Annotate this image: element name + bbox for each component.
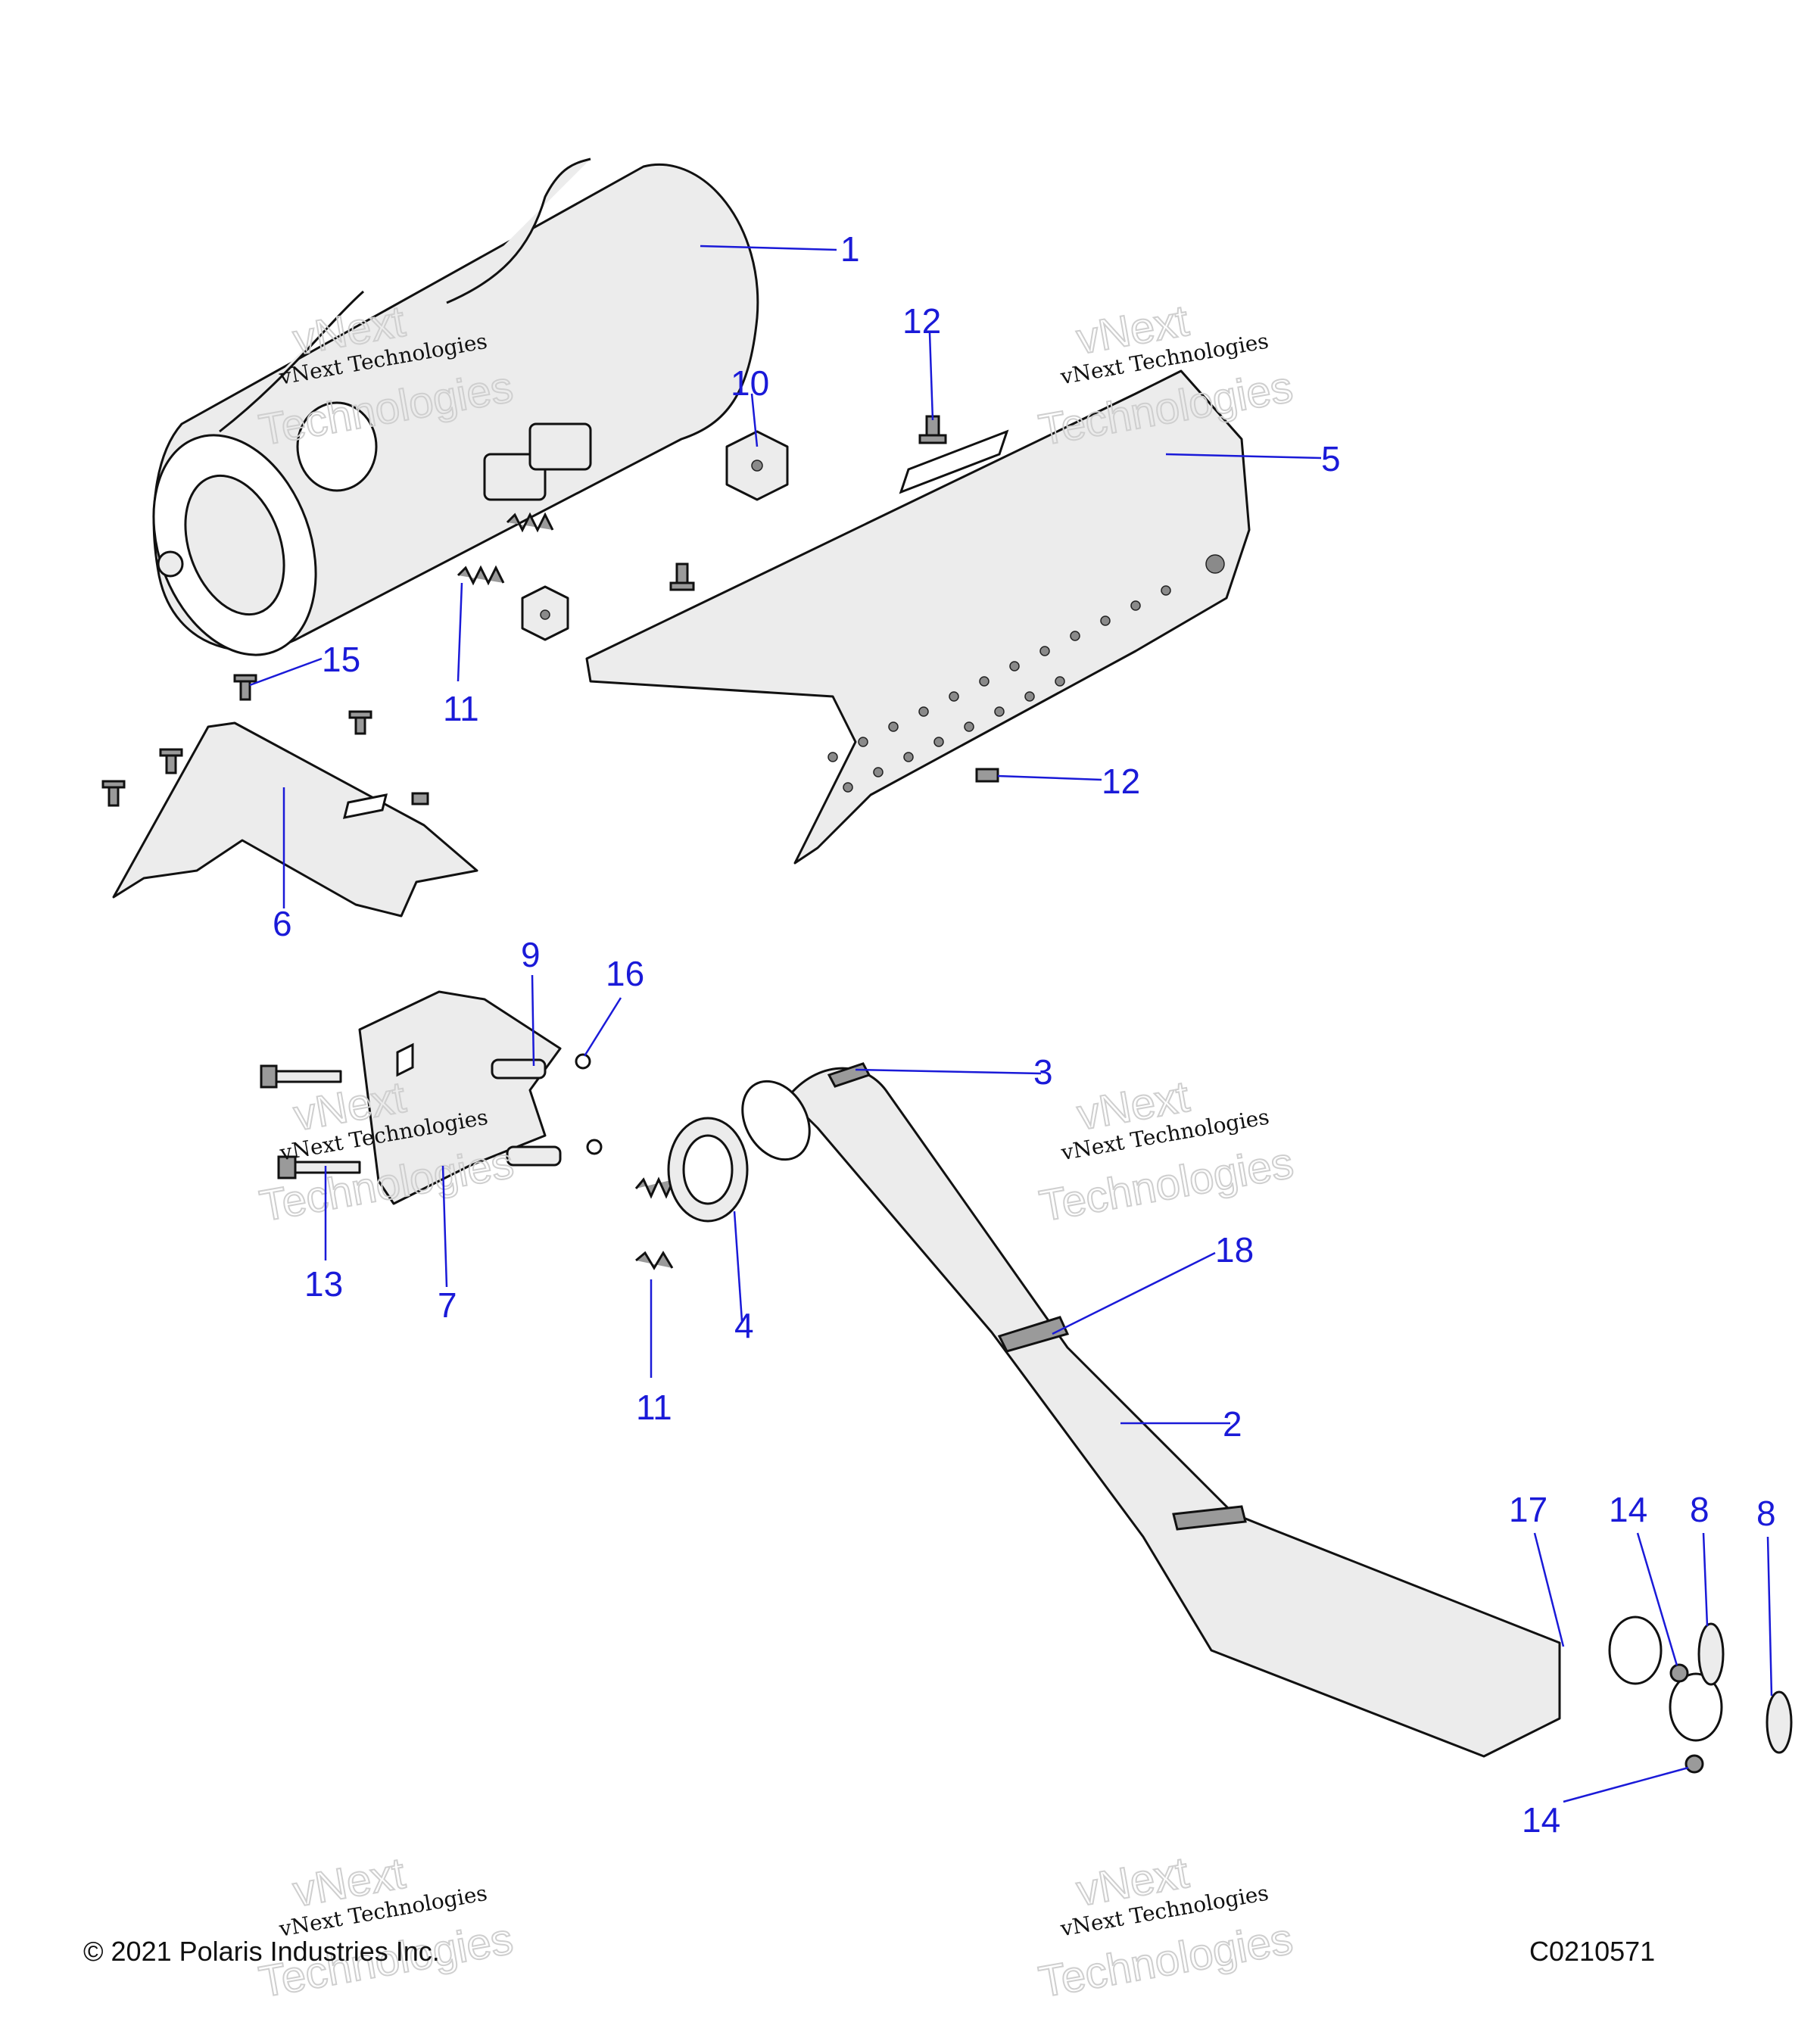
callout-11b: 11 <box>636 1388 672 1427</box>
gasket-8b <box>1766 1690 1793 1754</box>
nut-16-upper <box>575 1053 591 1070</box>
callout-12a: 12 <box>902 301 941 341</box>
callout-14a: 14 <box>1609 1490 1647 1529</box>
watermark-mid-right: vNext vNext Technologies Technologies <box>1035 1071 1298 1232</box>
callout-13: 13 <box>304 1264 343 1304</box>
spring-upper <box>457 565 505 586</box>
screw-15c <box>159 748 183 774</box>
drawing-code: C0210571 <box>1529 1936 1655 1967</box>
callout-14b: 14 <box>1522 1800 1560 1840</box>
exhaust-header-pipe <box>741 1062 1723 1758</box>
heat-shield-muffler <box>585 369 1251 865</box>
screw-shield-mid <box>669 562 695 591</box>
screw-shield-top <box>918 415 947 444</box>
screw-15a <box>233 674 257 701</box>
copyright-text: © 2021 Polaris Industries Inc. <box>83 1936 440 1967</box>
isolator-block-bottom <box>521 585 569 641</box>
callout-8b: 8 <box>1756 1494 1776 1533</box>
watermark-bottom-left: vNext vNext Technologies Technologies <box>254 1848 517 2008</box>
bolt-13-upper <box>260 1064 342 1089</box>
spring-lower-a <box>634 1176 675 1199</box>
watermark-bottom-right: vNext vNext Technologies Technologies <box>1034 1847 1297 2008</box>
heat-shield-small <box>112 721 478 918</box>
muffler <box>152 157 759 656</box>
callout-7: 7 <box>438 1285 457 1325</box>
gasket-8a <box>1697 1622 1725 1686</box>
callout-10: 10 <box>731 363 769 403</box>
callout-16: 16 <box>606 954 644 993</box>
mounting-bracket <box>358 990 562 1205</box>
callout-8a: 8 <box>1690 1490 1709 1529</box>
bolt-13-lower <box>277 1155 361 1179</box>
callout-11a: 11 <box>443 689 479 728</box>
callout-12b: 12 <box>1102 762 1140 801</box>
spring-mid <box>506 512 554 533</box>
callout-6: 6 <box>273 904 292 943</box>
spacer-9-lower <box>506 1145 562 1167</box>
watermark-top-right: vNext vNext Technologies Technologies <box>1034 295 1297 456</box>
callout-2: 2 <box>1223 1404 1242 1444</box>
callout-18: 18 <box>1215 1230 1254 1270</box>
nut-14-upper <box>1669 1663 1689 1683</box>
callout-9: 9 <box>521 935 541 974</box>
callout-5: 5 <box>1321 439 1341 478</box>
isolator-block-top <box>725 430 789 501</box>
callout-4: 4 <box>734 1306 754 1345</box>
screw-15b <box>348 710 372 735</box>
spring-lower-b <box>635 1251 674 1270</box>
screw-shield-lower <box>975 768 999 783</box>
screw-15d <box>101 780 126 807</box>
gasket-4 <box>667 1117 749 1223</box>
leader-lines <box>249 245 1773 1803</box>
callout-1: 1 <box>840 229 860 269</box>
callout-3: 3 <box>1033 1052 1053 1092</box>
spacer-9-upper <box>491 1058 547 1080</box>
screw-15e <box>411 792 429 805</box>
nut-16-lower <box>586 1139 603 1155</box>
callout-15: 15 <box>322 640 360 679</box>
callout-17: 17 <box>1509 1490 1547 1529</box>
nut-14-lower <box>1685 1754 1704 1774</box>
